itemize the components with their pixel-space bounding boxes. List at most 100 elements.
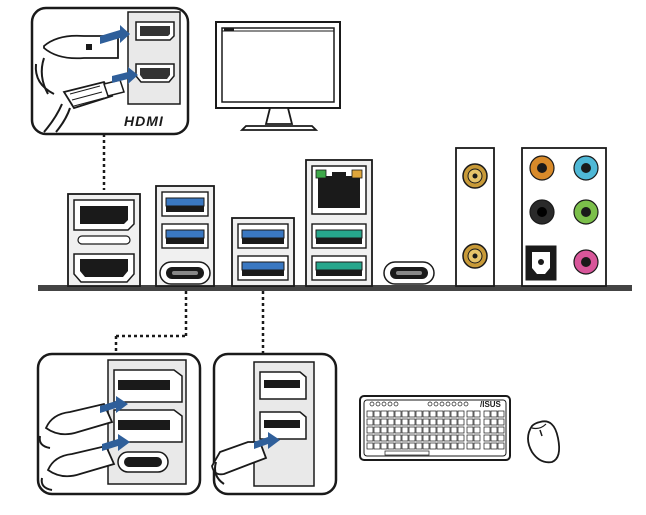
keyboard-key — [457, 434, 465, 442]
antenna-connector-icon — [462, 163, 488, 189]
keyboard-key — [387, 410, 395, 418]
keyboard-key — [436, 426, 444, 434]
keyboard-key — [422, 418, 430, 426]
keyboard-key — [457, 410, 465, 418]
keyboard-media-button — [463, 401, 469, 407]
keyboard-key — [422, 426, 430, 434]
keyboard-key — [429, 442, 437, 450]
usb-a-port — [311, 223, 367, 249]
wifi-antenna-ports — [455, 147, 495, 287]
insert-arrow-icon — [100, 25, 130, 44]
audio-jack-pink — [573, 249, 599, 275]
keyboard-key — [380, 442, 388, 450]
keyboard-key — [490, 434, 498, 442]
keyboard-key — [380, 434, 388, 442]
keyboard-key — [422, 410, 430, 418]
keyboard-key — [429, 410, 437, 418]
keyboard-key — [443, 434, 451, 442]
keyboard-key — [483, 418, 491, 426]
keyboard-key — [394, 442, 402, 450]
keyboard-key — [429, 434, 437, 442]
hdmi-port — [73, 253, 135, 283]
displayport-port — [73, 199, 135, 231]
antenna-connector-icon — [462, 243, 488, 269]
keyboard-key — [466, 426, 474, 434]
keyboard-key — [408, 410, 416, 418]
keyboard-key — [401, 434, 409, 442]
usb-stack-middle — [231, 217, 295, 287]
keyboard-key — [366, 410, 374, 418]
keyboard-key — [373, 426, 381, 434]
keyboard-key — [473, 426, 481, 434]
keyboard-media-button — [393, 401, 399, 407]
keyboard-key — [466, 418, 474, 426]
lan-port — [311, 165, 367, 215]
audio-jack-cyan — [573, 155, 599, 181]
keyboard-key — [443, 410, 451, 418]
keyboard-key — [450, 418, 458, 426]
mouse-icon — [527, 420, 561, 464]
keyboard-key — [473, 418, 481, 426]
keyboard-media-button — [427, 401, 433, 407]
usb-c-port-left — [159, 261, 211, 285]
keyboard-key — [457, 442, 465, 450]
keyboard-key — [490, 442, 498, 450]
keyboard-key — [394, 434, 402, 442]
usb-plug — [211, 441, 268, 476]
keyboard-key — [497, 434, 505, 442]
keyboard-key — [401, 410, 409, 418]
audio-jack-black — [529, 199, 555, 225]
keyboard-key — [387, 426, 395, 434]
usb-plug — [46, 444, 116, 478]
keyboard-key — [443, 442, 451, 450]
keyboard-key — [450, 410, 458, 418]
keyboard-key — [497, 418, 505, 426]
keyboard-media-button — [433, 401, 439, 407]
keyboard-key — [401, 426, 409, 434]
keyboard-key — [387, 442, 395, 450]
keyboard-key — [436, 442, 444, 450]
keyboard-media-button — [445, 401, 451, 407]
insert-arrow-icon — [100, 396, 128, 413]
keyboard-key — [497, 442, 505, 450]
keyboard-key — [408, 426, 416, 434]
keyboard-media-button — [439, 401, 445, 407]
keyboard-key — [466, 410, 474, 418]
monitor-icon — [215, 21, 341, 131]
usb-callout-right — [211, 352, 338, 496]
hdmi-logo: HDMI — [124, 113, 164, 129]
keyboard-media-button — [381, 401, 387, 407]
usb-a-port — [237, 223, 289, 249]
usb-a-port — [237, 255, 289, 281]
keyboard-key — [483, 426, 491, 434]
keyboard-key — [394, 418, 402, 426]
keyboard-icon: /ISUS — [359, 395, 511, 461]
keyboard-brand-logo: /ISUS — [480, 400, 502, 409]
keyboard-media-button — [451, 401, 457, 407]
keyboard-media-button — [375, 401, 381, 407]
keyboard-key — [490, 418, 498, 426]
insert-arrow-icon — [112, 67, 138, 84]
audio-panel — [521, 147, 607, 287]
keyboard-key — [373, 410, 381, 418]
keyboard-key — [401, 442, 409, 450]
keyboard-key — [387, 434, 395, 442]
dp-plug — [43, 34, 119, 60]
keyboard-key — [436, 418, 444, 426]
keyboard-key — [422, 434, 430, 442]
keyboard-key — [380, 410, 388, 418]
keyboard-key — [466, 442, 474, 450]
keyboard-key — [473, 410, 481, 418]
keyboard-key — [466, 434, 474, 442]
usb-a-port — [161, 191, 209, 217]
keyboard-key — [497, 426, 505, 434]
keyboard-key — [408, 418, 416, 426]
keyboard-key — [490, 426, 498, 434]
keyboard-key — [450, 426, 458, 434]
insert-arrow-icon — [102, 434, 130, 451]
keyboard-key — [408, 434, 416, 442]
keyboard-key — [415, 442, 423, 450]
hdmi-callout: HDMI — [30, 6, 190, 136]
keyboard-key — [457, 426, 465, 434]
keyboard-key — [415, 426, 423, 434]
